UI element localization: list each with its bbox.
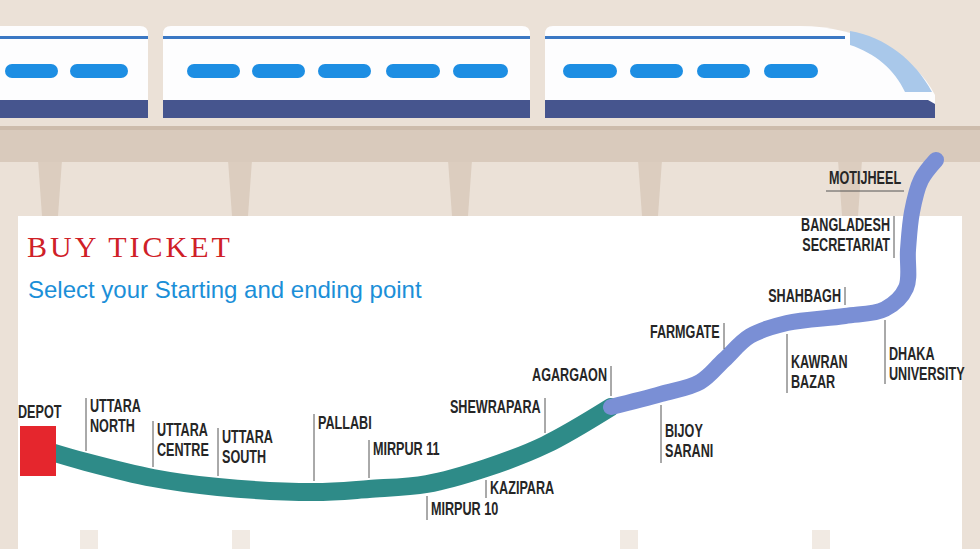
pillar [80,530,98,549]
car-stripe [163,100,530,118]
ticket-panel [18,216,962,549]
label-holder: KAWRAN BAZAR [791,352,872,392]
station-tick [486,480,487,498]
station-name: BANGLADESH SECRETARIAT [801,215,890,255]
station-tick [724,323,725,349]
label-holder: DHAKA UNIVERSITY [889,344,980,384]
station-name: MIRPUR 10 [431,499,498,519]
station-name: DHAKA UNIVERSITY [889,344,965,384]
station-name: KAZIPARA [490,478,554,498]
station-tick [661,405,662,463]
train [0,26,935,118]
label-holder: Select your Starting and ending point [28,276,422,304]
car-stripe [0,100,148,118]
station-name: SHEWRAPARA [450,397,541,417]
train-car [163,26,530,118]
station-tick [314,414,315,481]
label-holder: FARMGATE [620,322,720,342]
label-holder: MOTIJHEEL [829,168,932,188]
pillar [232,530,250,549]
station-name: KAWRAN BAZAR [791,352,848,392]
car-stripe [545,100,935,118]
station-name: SHAHBAGH [768,286,841,306]
label-holder: MIRPUR 11 [373,439,468,459]
viaduct-pillars [38,160,862,216]
car-trim [0,36,148,39]
window [5,64,58,78]
station-tick [545,398,546,433]
train-car [0,26,148,118]
lower-pillars [80,530,830,549]
label-holder: BANGLADESH SECRETARIAT [763,215,890,255]
page-title: BUY TICKET [27,230,233,264]
station-name: UTTARA NORTH [90,396,140,436]
viaduct-deck [0,126,980,162]
station-name: UTTARA SOUTH [222,427,272,467]
pillar [812,530,830,549]
station-tick [218,428,219,476]
train-car [545,26,935,118]
rail [0,126,980,130]
yard-name: DEPOT [18,402,61,422]
station-name: MIRPUR 11 [373,439,440,459]
station-tick [826,191,904,192]
station-name: PALLABI [318,413,372,433]
yard-square [20,426,56,476]
station-tick [86,398,87,451]
station-name: AGARGAON [532,365,607,385]
label-holder: SHEWRAPARA [411,397,541,417]
station-tick [845,287,846,305]
station-tick [894,216,895,258]
station-tick [153,421,154,467]
label-holder: MIRPUR 10 [431,499,527,519]
window [563,64,617,78]
pillar [448,160,472,216]
car-trim [163,36,530,39]
window [70,64,128,78]
window [697,64,750,78]
station-name: FARMGATE [650,322,720,342]
window [453,64,508,78]
window [386,64,440,78]
pillar [38,160,62,216]
station-tick [611,366,612,396]
pillar [228,160,252,216]
label-holder: BIJOY SARANI [665,421,734,461]
station-tick [427,496,428,520]
label-holder: AGARGAON [500,365,607,385]
station-tick [885,320,886,384]
window [252,64,305,78]
label-holder: SHAHBAGH [737,286,841,306]
label-holder: UTTARA NORTH [90,396,162,436]
yard-block: DEPOT [18,402,80,476]
windshield [850,31,932,92]
window [318,64,371,78]
label-holder: UTTARA CENTRE [157,420,231,460]
station-name: BIJOY SARANI [665,421,713,461]
window [764,64,818,78]
station-tick [787,334,788,393]
window [187,64,240,78]
station-tick [369,440,370,478]
station-name: UTTARA CENTRE [157,420,209,460]
label-holder: PALLABI [318,413,395,433]
route-layer [48,160,936,492]
car-trim [545,36,845,39]
pillar [620,530,638,549]
metro-route [611,160,936,407]
window [630,64,683,78]
label-holder: UTTARA SOUTH [222,427,294,467]
label-holder: KAZIPARA [490,478,582,498]
pillar [638,160,662,216]
station-name: MOTIJHEEL [829,168,901,188]
subtitle: Select your Starting and ending point [28,276,422,304]
